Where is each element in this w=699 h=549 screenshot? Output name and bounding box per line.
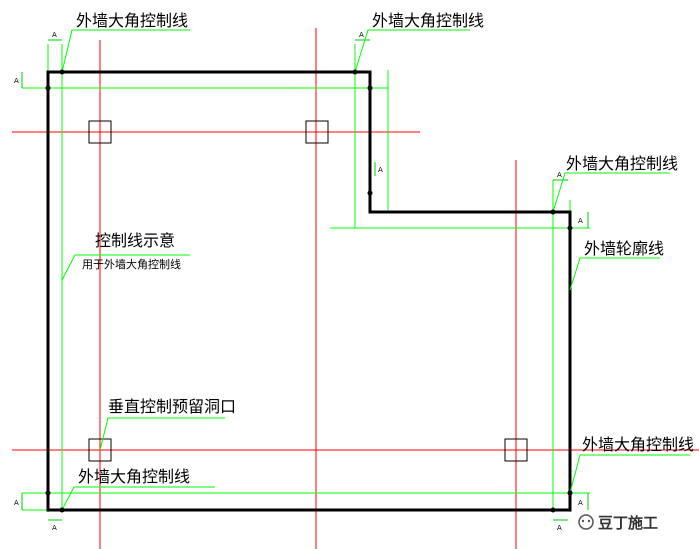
control-point — [352, 69, 358, 75]
control-point — [367, 85, 373, 91]
dim-label: A — [52, 31, 57, 39]
annotations: 外墙大角控制线 外墙大角控制线 外墙大角控制线 外墙轮廓线 控制线示意 用于外墙… — [76, 11, 694, 486]
dim-label: A — [359, 31, 364, 39]
control-points — [45, 69, 573, 513]
dim-label: A — [578, 217, 583, 225]
leader-bottom-right — [569, 454, 690, 494]
label-corner-bottom-right: 外墙大角控制线 — [582, 435, 694, 454]
label-corner-bottom-left: 外墙大角控制线 — [78, 467, 190, 486]
label-outline: 外墙轮廓线 — [584, 239, 664, 258]
dim-label: A — [557, 171, 562, 179]
control-point — [567, 490, 573, 496]
label-corner-top-left: 外墙大角控制线 — [76, 11, 188, 30]
control-point — [59, 69, 65, 75]
opening-square — [305, 120, 329, 144]
control-point — [45, 490, 51, 496]
control-point — [550, 507, 556, 513]
leader-bottom-left — [61, 486, 215, 511]
watermark-text: 豆丁施工 — [598, 514, 658, 532]
dimension-labels: A A A A A A A A A A — [14, 31, 583, 532]
control-point — [59, 507, 65, 513]
wechat-icon — [578, 514, 594, 530]
leader-control — [61, 254, 190, 281]
label-control-sub: 用于外墙大角控制线 — [82, 257, 181, 271]
leader-lines — [61, 29, 690, 511]
opening-square — [88, 120, 112, 144]
control-point — [45, 85, 51, 91]
reserved-openings — [88, 120, 528, 462]
dim-label: A — [14, 77, 19, 85]
leader-opening — [99, 417, 225, 451]
watermark: 豆丁施工 — [578, 514, 658, 532]
wechat-icon-dot — [581, 519, 585, 523]
dim-label: A — [52, 524, 57, 532]
dim-label: A — [557, 524, 562, 532]
control-point — [367, 190, 373, 196]
control-point — [567, 225, 573, 231]
wechat-icon-dot — [587, 519, 591, 523]
leader-top-left — [61, 29, 190, 73]
opening-square — [504, 438, 528, 462]
control-point — [550, 209, 556, 215]
dimension-marks — [21, 39, 589, 521]
dim-label: A — [378, 166, 383, 174]
leader-right-step — [552, 172, 670, 213]
opening-square — [88, 438, 112, 462]
label-opening: 垂直控制预留洞口 — [108, 397, 236, 416]
axis-lines — [12, 28, 699, 549]
label-corner-top-right: 外墙大角控制线 — [372, 11, 484, 30]
dim-label: A — [14, 499, 19, 507]
label-control-title: 控制线示意 — [95, 231, 175, 250]
dim-label: A — [578, 499, 583, 507]
leader-top-right — [354, 29, 470, 73]
wall-outline — [46, 70, 572, 512]
label-corner-right-step: 外墙大角控制线 — [566, 154, 678, 173]
leader-outline — [569, 257, 660, 291]
